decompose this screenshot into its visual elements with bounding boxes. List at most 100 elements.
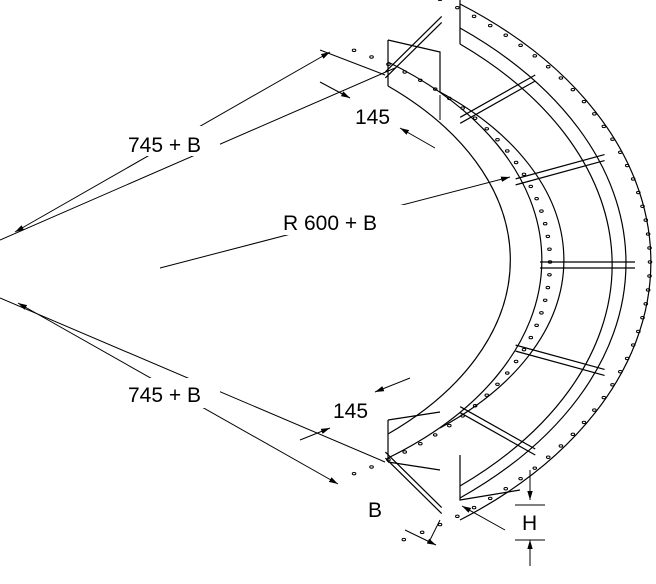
rail-hole	[401, 537, 407, 542]
rung	[384, 15, 443, 73]
rail-hole	[617, 370, 623, 374]
rail-hole	[534, 323, 539, 328]
rail-hole	[601, 395, 607, 400]
rung	[515, 159, 605, 186]
rail-hole	[495, 382, 500, 386]
radius-label: R 600 + B	[283, 212, 377, 235]
rail-hole	[630, 177, 636, 181]
rail-hole	[402, 450, 408, 454]
rung	[515, 153, 605, 180]
rail-hole	[539, 311, 544, 315]
rail-hole	[402, 70, 408, 74]
rail-hole	[484, 127, 490, 131]
rail-hole	[643, 302, 649, 306]
inner-rail-bottom-edge	[387, 85, 511, 435]
rail-hole	[504, 371, 510, 375]
rail-hole	[610, 383, 615, 387]
rail-hole	[539, 209, 544, 213]
rail-hole	[645, 288, 651, 292]
rail-hole	[601, 124, 607, 129]
rail-hole	[617, 150, 623, 154]
rail-hole	[471, 505, 477, 510]
rail-hole	[432, 433, 438, 437]
rail-hole	[630, 343, 636, 347]
rung	[515, 350, 605, 377]
rung	[384, 21, 443, 79]
rail-hole	[647, 260, 653, 264]
dimension-lines	[0, 49, 545, 566]
rail-hole	[471, 14, 477, 19]
rail-hole	[503, 487, 509, 491]
rail-hole	[645, 232, 651, 236]
rung	[459, 412, 536, 456]
rail-hole	[472, 116, 478, 120]
rail-hole	[518, 476, 523, 481]
rail-hole	[504, 149, 510, 153]
rail-hole	[447, 423, 452, 428]
rail-hole	[636, 190, 641, 195]
rail-hole	[419, 530, 425, 535]
rail-hole	[640, 204, 645, 208]
rail-hole	[545, 455, 551, 459]
outer-rail-flange	[459, 43, 613, 487]
rung	[459, 80, 536, 124]
rungs	[384, 15, 635, 515]
rail-hole	[592, 408, 597, 412]
rail-hole	[570, 432, 576, 437]
rail-hole	[460, 414, 465, 418]
rail-hole	[636, 329, 641, 334]
rung	[459, 406, 536, 450]
height-label: H	[522, 512, 537, 535]
rail-hole	[581, 420, 587, 425]
rail-hole	[518, 43, 523, 48]
rail-hole	[610, 137, 615, 141]
rail-holes	[351, 0, 653, 542]
rail-hole	[545, 285, 551, 290]
outer-rail-bottom-edge	[459, 27, 627, 499]
rail-hole	[351, 471, 357, 476]
rung	[515, 344, 605, 371]
rail-hole	[513, 160, 519, 165]
straight-top-label: 145	[355, 106, 390, 129]
ladder-bend	[351, 0, 653, 542]
outer-end-bottom	[459, 455, 521, 501]
rung	[459, 74, 536, 118]
rail-hole	[547, 260, 553, 264]
rail-hole	[484, 393, 490, 397]
rail-hole	[487, 496, 493, 501]
rail-hole	[528, 184, 534, 189]
rail-hole	[418, 78, 423, 83]
rail-hole	[521, 347, 527, 352]
width-label: B	[368, 499, 382, 522]
rail-hole	[624, 356, 630, 361]
rail-hole	[545, 234, 551, 239]
rail-hole	[460, 106, 465, 110]
rail-hole	[532, 54, 538, 58]
rail-hole	[369, 55, 374, 59]
rail-hole	[643, 218, 649, 222]
rail-hole	[521, 172, 527, 177]
rail-hole	[447, 96, 452, 101]
rail-hole	[547, 247, 552, 251]
rail-hole	[542, 222, 548, 226]
rail-hole	[647, 274, 652, 278]
rail-hole	[624, 163, 630, 168]
rail-hole	[455, 5, 460, 10]
rail-hole	[528, 335, 534, 340]
outer-rail-top-edge	[459, 3, 652, 521]
inner-rail-top-edge	[387, 61, 543, 459]
rail-hole	[386, 62, 391, 66]
length-top-label: 745 + B	[128, 134, 201, 157]
rail-hole	[432, 87, 438, 91]
rail-hole	[455, 514, 460, 519]
rail-hole	[542, 298, 548, 302]
rail-hole	[513, 359, 519, 364]
length-bottom-label: 745 + B	[128, 384, 201, 407]
rail-hole	[592, 112, 597, 116]
rail-hole	[547, 273, 552, 277]
rail-hole	[532, 466, 538, 470]
rail-hole	[437, 522, 443, 527]
rail-hole	[437, 0, 443, 2]
rail-hole	[570, 87, 576, 92]
